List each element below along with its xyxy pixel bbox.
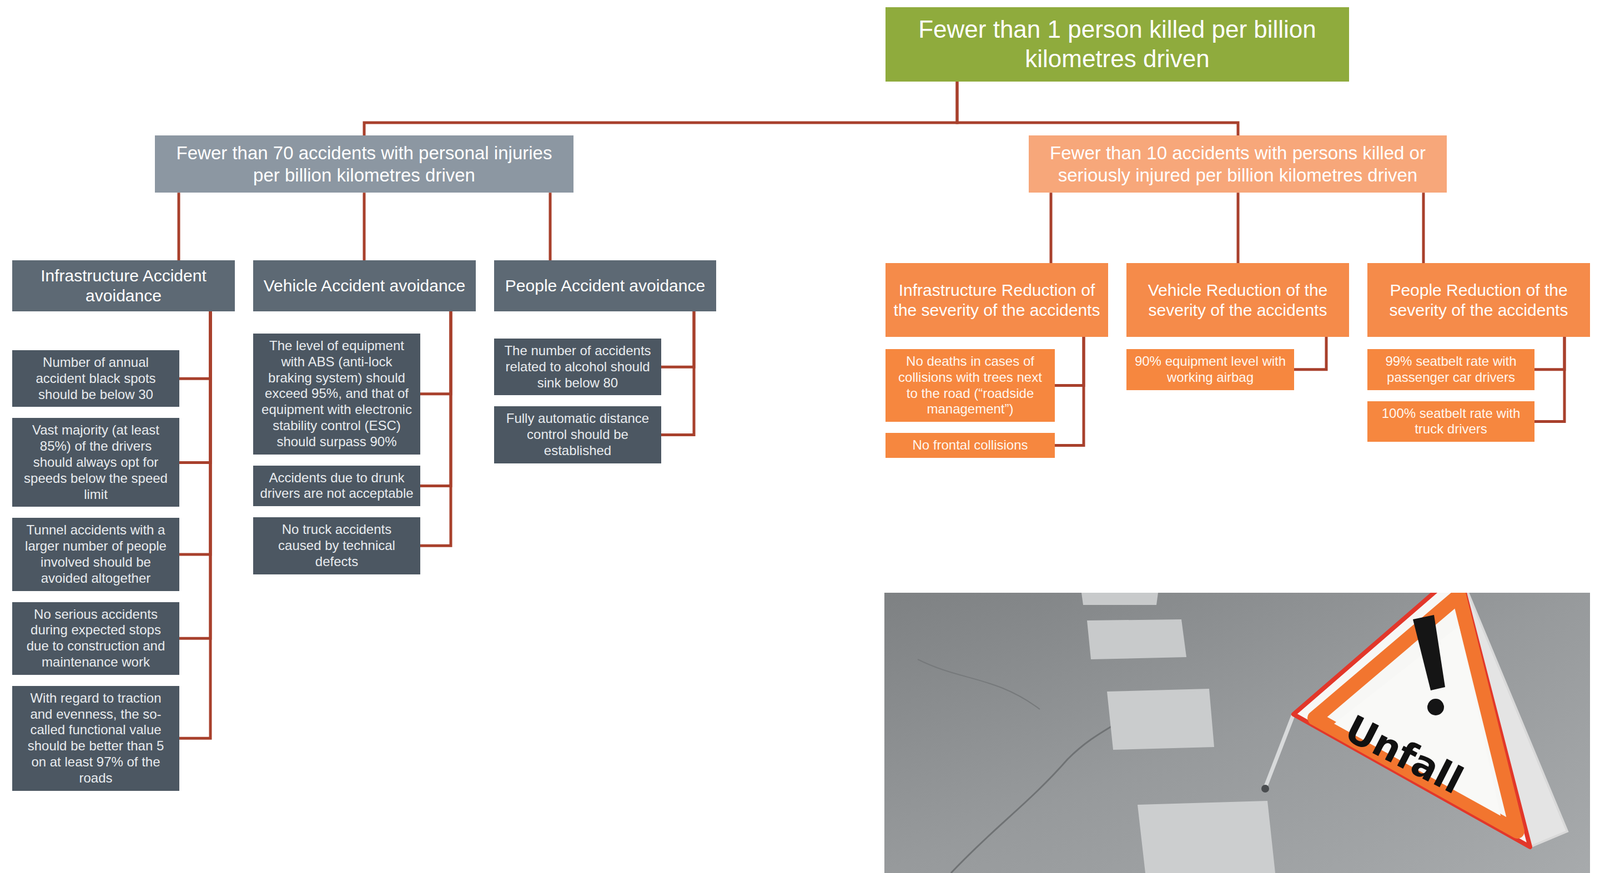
connector [179, 311, 211, 379]
node-text: Fewer than 70 accidents with personal in… [167, 142, 562, 186]
target-box: Fewer than 70 accidents with personal in… [154, 135, 574, 193]
category-box: Infrastructure Accident avoidance [12, 260, 235, 312]
lane-marking [1107, 688, 1215, 751]
node-text: The number of accidents related to alcoh… [500, 343, 655, 391]
triangle-band [1314, 595, 1518, 832]
category-box: Infrastructure Reduction of the severity… [885, 263, 1109, 337]
node-text: Vast majority (at least 85%) of the driv… [18, 422, 173, 503]
lane-marking [1087, 619, 1187, 660]
accident-photo [884, 592, 1591, 873]
connector [1534, 336, 1565, 370]
measure-box: Fully automatic distance control should … [494, 406, 662, 464]
category-box: Vehicle Accident avoidance [253, 260, 476, 312]
node-text: Fewer than 1 person killed per billion k… [898, 14, 1336, 74]
measure-box: With regard to traction and evenness, th… [12, 686, 180, 792]
goal-box: Fewer than 1 person killed per billion k… [885, 7, 1350, 82]
category-box: Vehicle Reduction of the severity of the… [1126, 263, 1350, 337]
connector [661, 311, 694, 436]
connector [177, 192, 181, 261]
connector [179, 311, 211, 463]
connector [661, 311, 694, 367]
node-text: No serious accidents during expected sto… [18, 606, 173, 671]
node-text: Vehicle Accident avoidance [263, 275, 466, 296]
measure-box: No serious accidents during expected sto… [12, 602, 180, 676]
measure-box: 90% equipment level with working airbag [1126, 349, 1295, 391]
exclamation-mark [1412, 615, 1446, 691]
node-text: Accidents due to drunk drivers are not a… [259, 470, 414, 503]
category-box: People Reduction of the severity of the … [1367, 263, 1591, 337]
connector [1054, 336, 1084, 446]
connector [549, 192, 552, 261]
connector [420, 311, 451, 546]
category-box: People Accident avoidance [494, 260, 717, 312]
connector [1054, 336, 1084, 386]
measure-box: Vast majority (at least 85%) of the driv… [12, 418, 180, 507]
measure-box: 99% seatbelt rate with passenger car dri… [1367, 349, 1535, 391]
measure-box: Accidents due to drunk drivers are not a… [253, 465, 421, 507]
connector [1534, 336, 1565, 422]
connector [957, 81, 1239, 136]
measure-box: 100% seatbelt rate with truck drivers [1367, 401, 1535, 443]
measure-box: Tunnel accidents with a larger number of… [12, 517, 180, 591]
measure-box: No frontal collisions [885, 433, 1055, 459]
warning-triangle [1293, 592, 1531, 848]
node-text: Tunnel accidents with a larger number of… [18, 522, 173, 587]
connector [420, 311, 451, 395]
connector [1422, 192, 1426, 264]
node-text: No truck accidents caused by technical d… [259, 521, 414, 570]
node-text: Vehicle Reduction of the severity of the… [1134, 280, 1342, 321]
node-text: Fewer than 10 accidents with persons kil… [1040, 142, 1435, 186]
node-text: 99% seatbelt rate with passenger car dri… [1374, 353, 1528, 386]
node-text: Number of annual accident black spots sh… [18, 354, 173, 403]
connector [420, 311, 451, 486]
exclamation-dot [1427, 698, 1444, 716]
node-text: Fully automatic distance control should … [500, 410, 655, 459]
target-box: Fewer than 10 accidents with persons kil… [1028, 135, 1447, 193]
node-text: People Accident avoidance [505, 275, 706, 296]
node-text: No frontal collisions [912, 437, 1028, 454]
connector [1049, 192, 1053, 264]
triangle-face [1334, 626, 1501, 817]
connector [363, 192, 366, 261]
node-text: No deaths in cases of collisions with tr… [892, 353, 1049, 418]
road-crack [917, 659, 1040, 710]
measure-box: Number of annual accident black spots sh… [12, 350, 180, 407]
connector [1236, 192, 1240, 264]
node-text: Infrastructure Accident avoidance [19, 265, 228, 306]
measure-box: The number of accidents related to alcoh… [494, 338, 662, 396]
node-text: 90% equipment level with working airbag [1133, 353, 1288, 386]
connector [364, 81, 958, 136]
measure-box: The level of equipment with ABS (anti-lo… [253, 333, 421, 455]
connector [179, 311, 211, 739]
connector [1294, 336, 1327, 370]
measure-box: No truck accidents caused by technical d… [253, 517, 421, 575]
node-text: Infrastructure Reduction of the severity… [893, 280, 1101, 321]
node-text: The level of equipment with ABS (anti-lo… [259, 338, 414, 451]
measure-box: No deaths in cases of collisions with tr… [885, 349, 1055, 422]
node-text: People Reduction of the severity of the … [1375, 280, 1583, 321]
lane-marking [1137, 801, 1276, 873]
connector [179, 311, 211, 555]
sign-foot [1261, 785, 1270, 793]
node-text: 100% seatbelt rate with truck drivers [1374, 405, 1528, 439]
lane-marking [1081, 592, 1159, 606]
connector [179, 311, 211, 639]
node-text: With regard to traction and evenness, th… [18, 690, 173, 787]
sign-leg [1265, 714, 1294, 788]
